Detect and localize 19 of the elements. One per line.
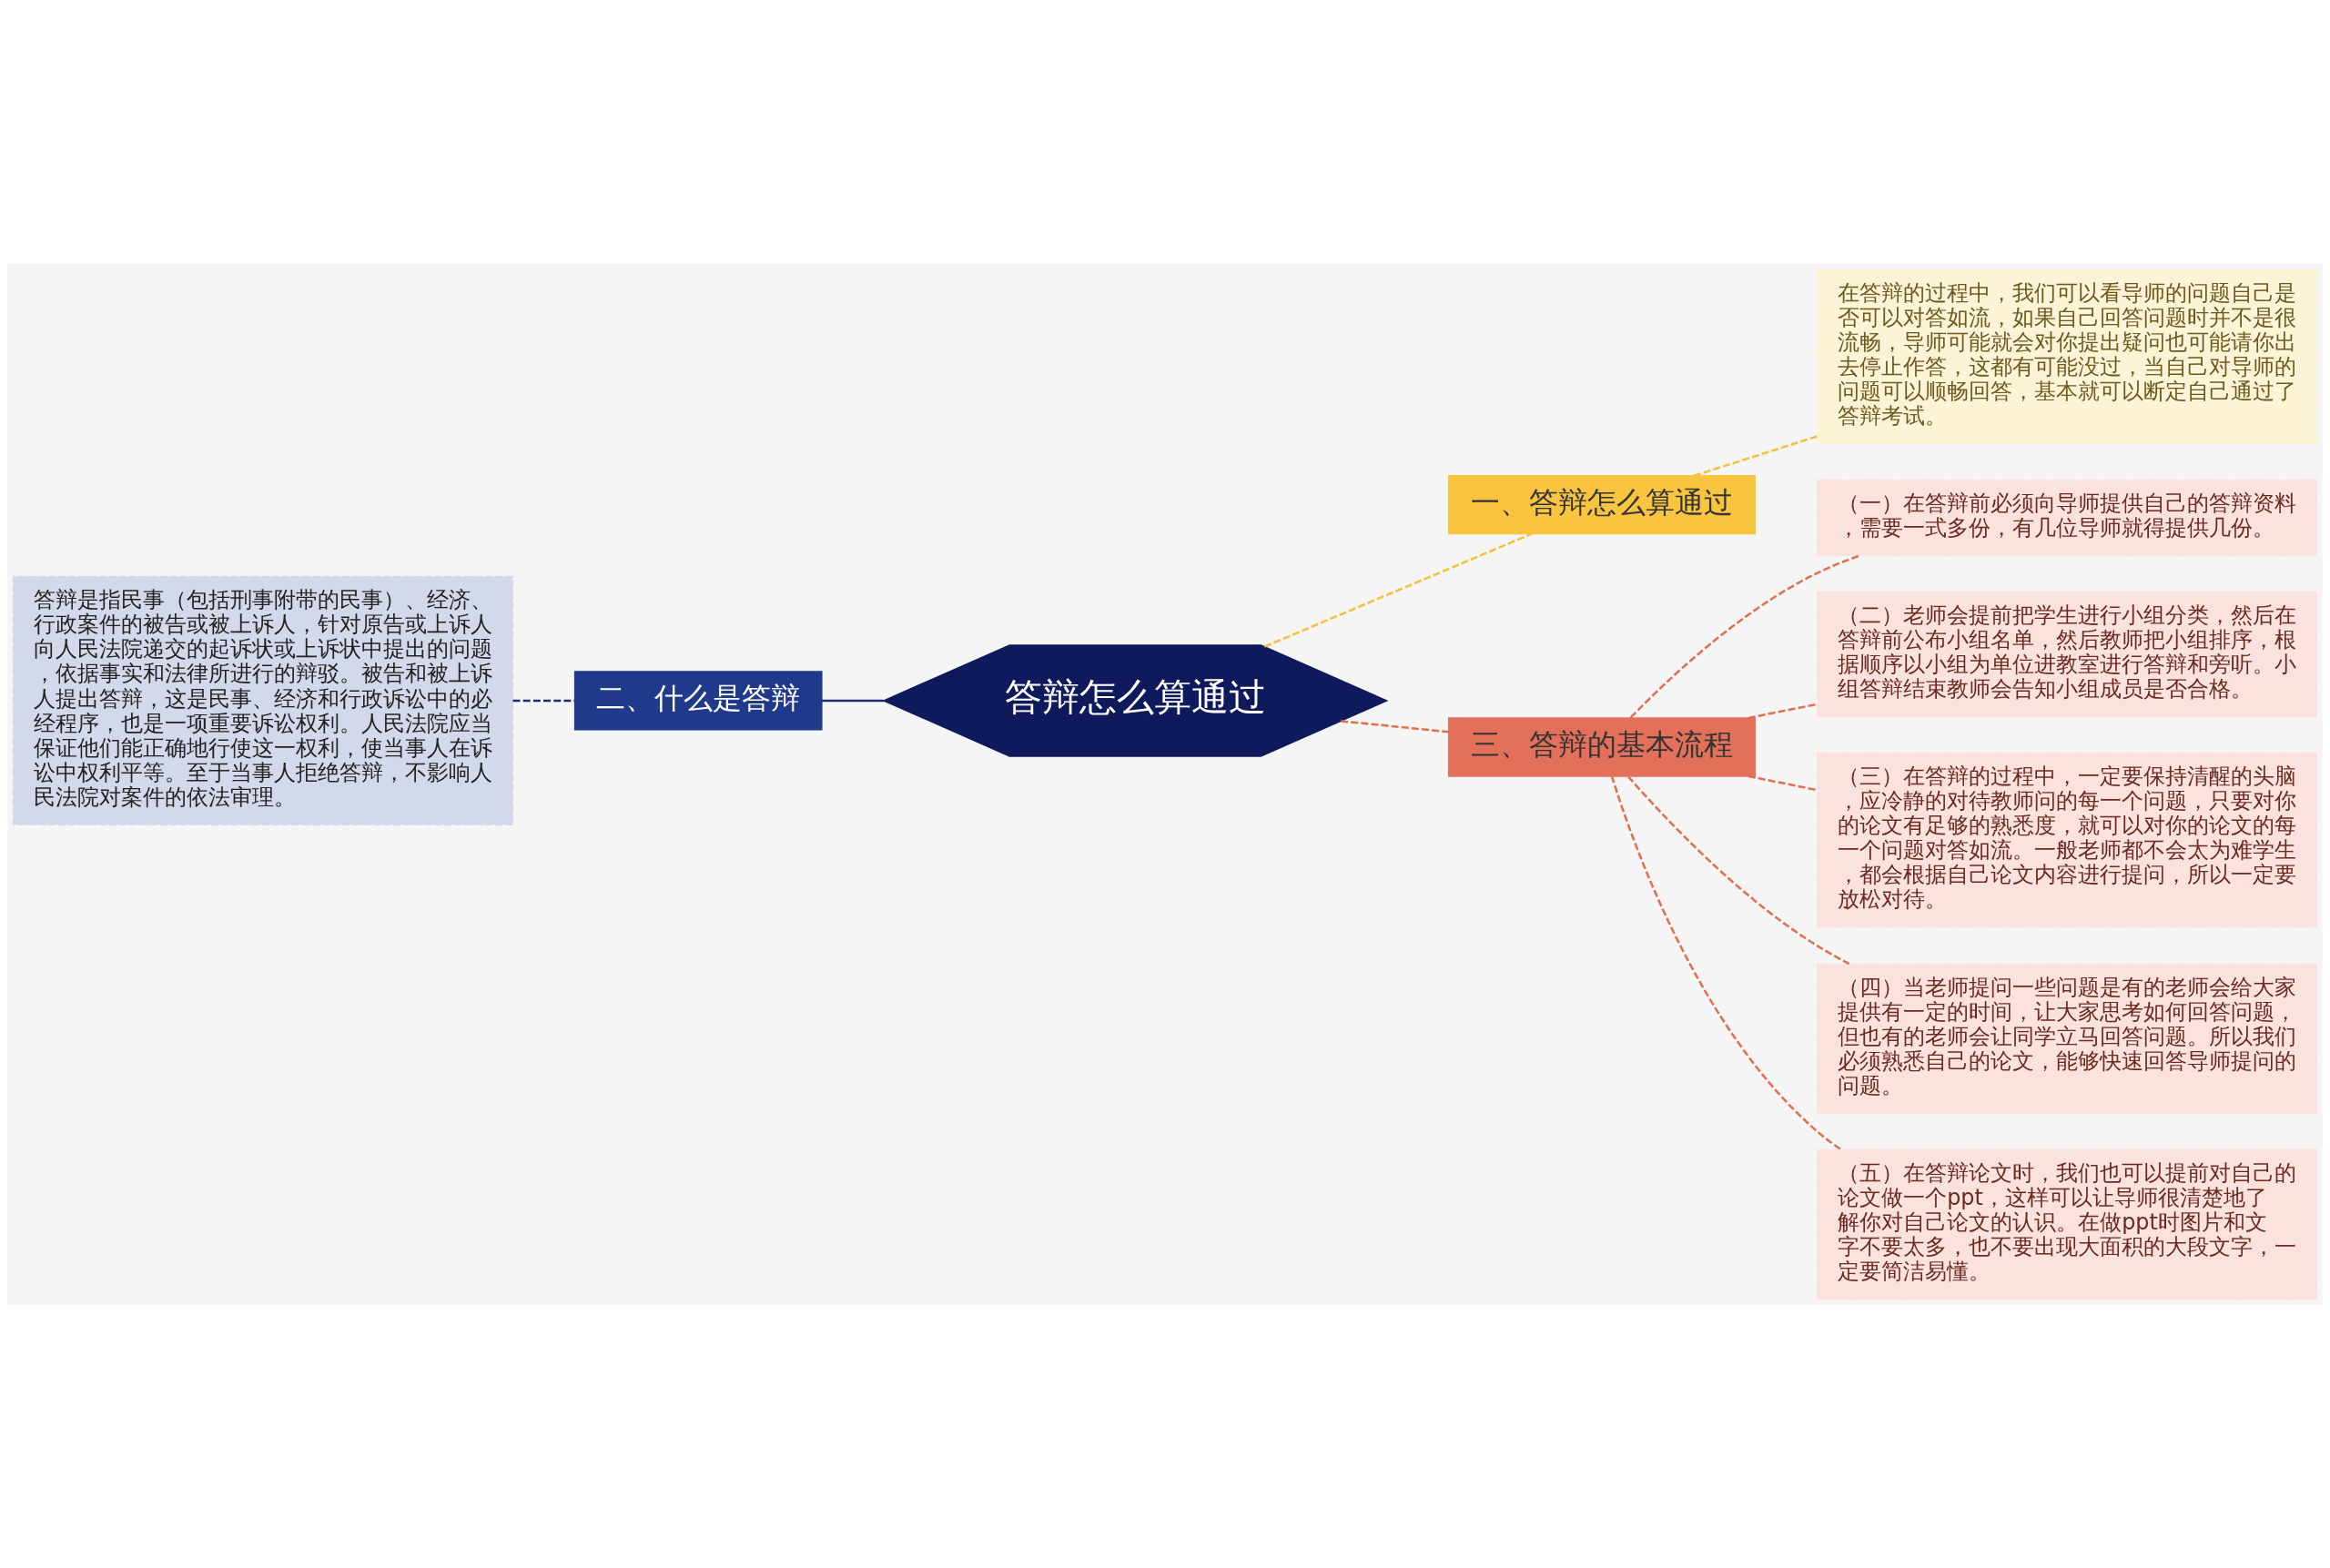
connector	[1748, 774, 1818, 791]
node-box: （四）当老师提问一些问题是有的老师会给大家提供有一定的时间，让大家思考如何回答问题，但也有的老师会让同学立马回答问题。所以我们必须熟悉自己的论文，能够快速回答导师提问的问题。	[1817, 963, 2318, 1114]
node-box: （二）老师会提前把学生进行小组分类，然后在答辩前公布小组名单，然后教师把小组排序，根据顺序以小组为单位进教室进行答辩和旁听。小组答辩结束教师会告知小组成员是否合格。	[1817, 591, 2318, 717]
connector	[512, 699, 575, 702]
node-box: （一）在答辩前必须向导师提供自己的答辩资料，需要一式多份，有几位导师就得提供几份。	[1817, 479, 2318, 556]
node-box: 在答辩的过程中，我们可以看导师的问题自己是否可以对答如流，如果自己回答问题时并不是很流畅，导师可能就会对你提出疑问也可能请你出去停止作答，这都有可能没过，当自己对导师的问题可以顺畅回答，基本就可以断定自己通过了答辩考试。	[1817, 268, 2318, 444]
node-box: 一、答辩怎么算通过	[1448, 474, 1757, 534]
node-box: （三）在答辩的过程中，一定要保持清醒的头脑，应冷静的对待教师问的每一个问题，只要对你的论文有足够的熟悉度，就可以对你的论文的每一个问题对答如流。一般老师都不会太为难学生，都会根据自己论文内容进行提问，所以一定要放松对待。	[1817, 752, 2318, 927]
connector	[1610, 775, 1842, 1150]
connector	[1694, 434, 1818, 477]
node-box: 二、什么是答辩	[573, 670, 823, 731]
connector	[821, 699, 885, 702]
node-box: 三、答辩的基本流程	[1448, 716, 1757, 777]
node-box: 答辩是指民事（包括刑事附带的民事）、经济、行政案件的被告或被上诉人，针对原告或上诉人向人民法院递交的起诉状或上诉状中提出的问题，依据事实和法律所进行的辩驳。被告和被上诉人提出答辩，这是民事、经济和行政诉讼中的必经程序，也是一项重要诉讼权利。人民法院应当保证他们能正确地行使这一权利，使当事人在诉讼中权利平等。至于当事人拒绝答辩，不影响人民法院对案件的依法审理。	[12, 575, 513, 825]
connector	[1264, 531, 1533, 648]
node-box: （五）在答辩论文时，我们也可以提前对自己的论文做一个ppt，这样可以让导师很清楚地了解你对自己论文的认识。在做ppt时图片和文字不要太多，也不要出现大面积的大段文字，一定要简洁易懂。	[1817, 1148, 2318, 1300]
connector	[1627, 775, 1850, 965]
connector	[1629, 553, 1860, 718]
connector	[1341, 719, 1449, 733]
